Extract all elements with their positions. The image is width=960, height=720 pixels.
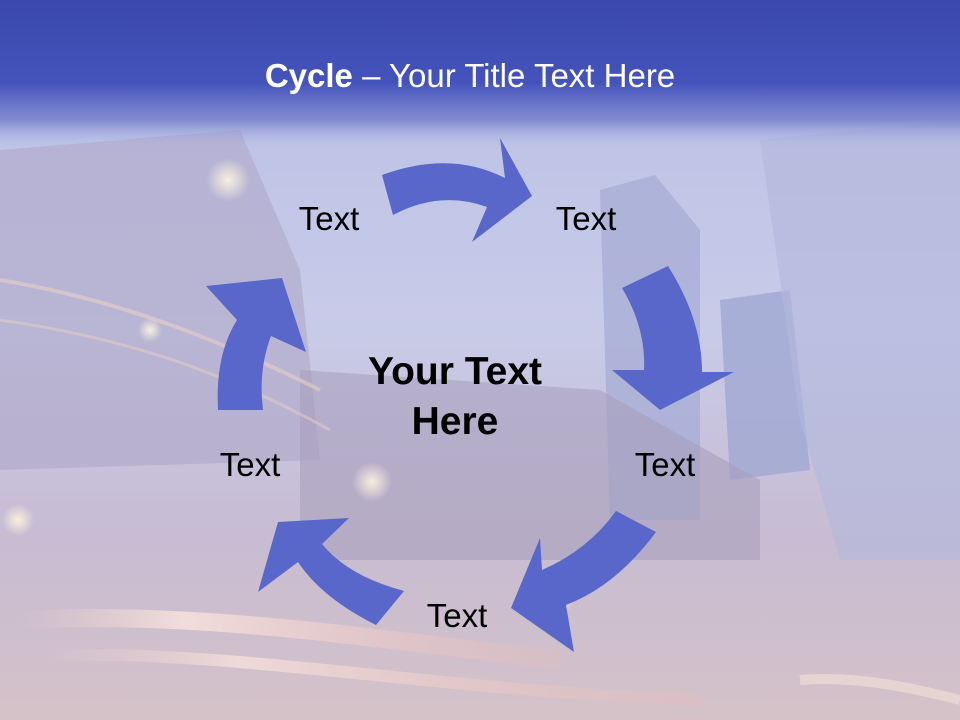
center-text: Your Text Here — [325, 347, 585, 447]
title-bold-part: Cycle — [264, 57, 353, 94]
cycle-label-right: Text — [634, 446, 696, 483]
title-band — [0, 0, 960, 150]
cycle-label-top-left: Text — [298, 200, 360, 237]
curved-arrow-icon — [206, 278, 306, 410]
title-rest-part: – Your Title Text Here — [352, 57, 676, 94]
slide-title: Cycle – Your Title Text Here — [0, 52, 940, 100]
center-text-line1: Your Text — [367, 350, 543, 393]
curved-arrow-icon — [511, 511, 656, 652]
curved-arrow-icon — [612, 266, 734, 410]
curved-arrow-icon — [382, 138, 532, 242]
center-text-line2: Here — [411, 400, 499, 443]
cycle-label-left: Text — [219, 446, 281, 483]
cycle-label-bottom: Text — [426, 597, 488, 634]
cycle-label-top-right: Text — [555, 200, 617, 237]
curved-arrow-icon — [258, 518, 404, 625]
